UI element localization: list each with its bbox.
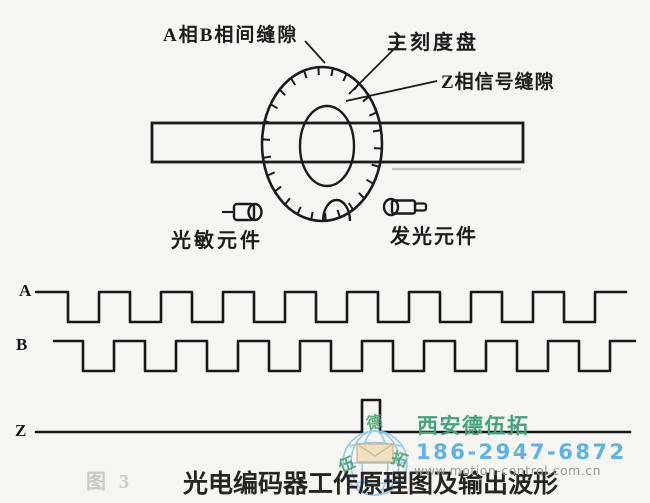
- disc-tick: [262, 155, 272, 159]
- label-photosensor: 光敏元件: [171, 230, 263, 252]
- globe-latitude-south: [348, 479, 402, 485]
- emitter-nub: [413, 202, 428, 212]
- disc-tick-marks: [262, 67, 382, 221]
- label-emitter: 发光元件: [390, 226, 478, 248]
- code-disc: [260, 65, 384, 223]
- disc-tick: [284, 197, 291, 206]
- disc-tick: [342, 73, 348, 82]
- globe-logo-icon: [342, 430, 408, 496]
- disc-tick: [278, 88, 286, 96]
- disc-tick: [274, 185, 282, 193]
- signal-label-a: A: [19, 281, 32, 300]
- leader-ab-gap: [304, 40, 326, 64]
- signal-label-b: B: [16, 335, 28, 354]
- emitter-icon: [382, 197, 428, 217]
- disc-tick: [266, 171, 276, 177]
- disc-tick: [365, 178, 374, 185]
- label-main-scale-disc: 主刻度盘: [387, 32, 479, 54]
- disc-tick: [373, 147, 382, 150]
- disc-tick: [296, 206, 302, 215]
- waveform-trace-z: [34, 398, 632, 434]
- emitter-lens: [382, 197, 400, 217]
- disc-tick: [270, 103, 279, 110]
- figure-caption: 光电编码器工作原理图及输出波形: [183, 471, 559, 498]
- waveform-trace-a: [34, 290, 628, 324]
- disc-tick: [362, 95, 370, 103]
- disc-tick: [336, 209, 341, 218]
- photosensor-lens: [247, 202, 263, 222]
- disc-tick: [330, 68, 334, 77]
- disc-tick: [262, 138, 271, 141]
- label-ab-phase-gap: A相B相间缝隙: [163, 25, 299, 46]
- photosensor-icon: [222, 202, 263, 222]
- disc-tick: [371, 163, 380, 168]
- shaft: [150, 121, 525, 171]
- globe-envelope-flap: [356, 443, 394, 457]
- output-waveforms: [34, 290, 637, 434]
- disc-tick: [303, 70, 308, 79]
- disc-tick: [310, 211, 314, 220]
- figure-number: 图 3: [86, 471, 133, 493]
- disc-tick: [372, 129, 382, 133]
- signal-label-z: Z: [15, 421, 27, 440]
- disc-tick: [368, 111, 378, 117]
- globe-envelope: [356, 443, 394, 463]
- disc-hub: [298, 104, 356, 188]
- watermark-website-url: www.motion-control.com.cn: [414, 463, 602, 478]
- globe-latitude-north: [348, 441, 402, 447]
- disc-tick: [348, 202, 354, 211]
- photosensor-body: [232, 202, 256, 222]
- label-z-signal-gap: Z相信号缝隙: [441, 72, 555, 93]
- disc-tick: [353, 82, 360, 91]
- disc-tick: [358, 192, 366, 200]
- leader-z-gap: [345, 80, 438, 102]
- watermark-phone-number: 186-2947-6872: [416, 440, 627, 464]
- shaft-body: [150, 121, 525, 164]
- disc-tick: [290, 77, 296, 86]
- z-index-notch: [321, 198, 352, 222]
- watermark-company-name: 西安德伍拓: [417, 414, 530, 438]
- waveform-trace-b: [52, 339, 637, 373]
